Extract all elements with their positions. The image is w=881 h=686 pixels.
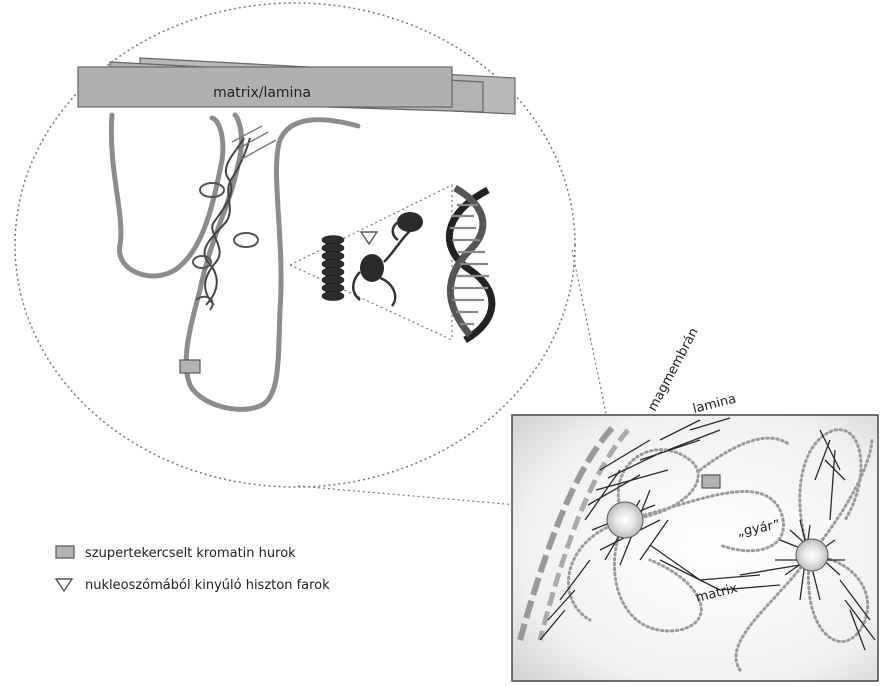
matrix-lamina-label: matrix/lamina — [213, 85, 311, 101]
factory-hub — [607, 502, 643, 538]
zoom-connector-line — [572, 250, 612, 442]
dna-double-helix — [449, 188, 492, 340]
supercoiled-loop-marker-inset — [702, 475, 720, 488]
chromatin-fiber — [111, 115, 358, 409]
legend-item-label: szupertekercselt kromatin hurok — [85, 546, 296, 561]
factory-hub — [796, 539, 828, 571]
nucleosome — [393, 212, 423, 240]
nucleus-inset-panel — [512, 415, 878, 681]
nucleosome-stack — [322, 236, 344, 301]
supercoiled-loop-marker — [180, 360, 200, 373]
histone-tail-marker — [361, 232, 377, 244]
nuclear-membrane-label: magmembrán — [645, 326, 701, 414]
legend-item-label: nukleoszómából kinyúló hiszton farok — [85, 578, 330, 593]
lamina-label: lamina — [691, 392, 737, 417]
nucleosome — [353, 226, 418, 306]
legend: szupertekercselt kromatin hurok nukleosz… — [56, 546, 330, 593]
triangle-icon — [56, 579, 72, 591]
gray-rectangle-icon — [56, 546, 74, 558]
